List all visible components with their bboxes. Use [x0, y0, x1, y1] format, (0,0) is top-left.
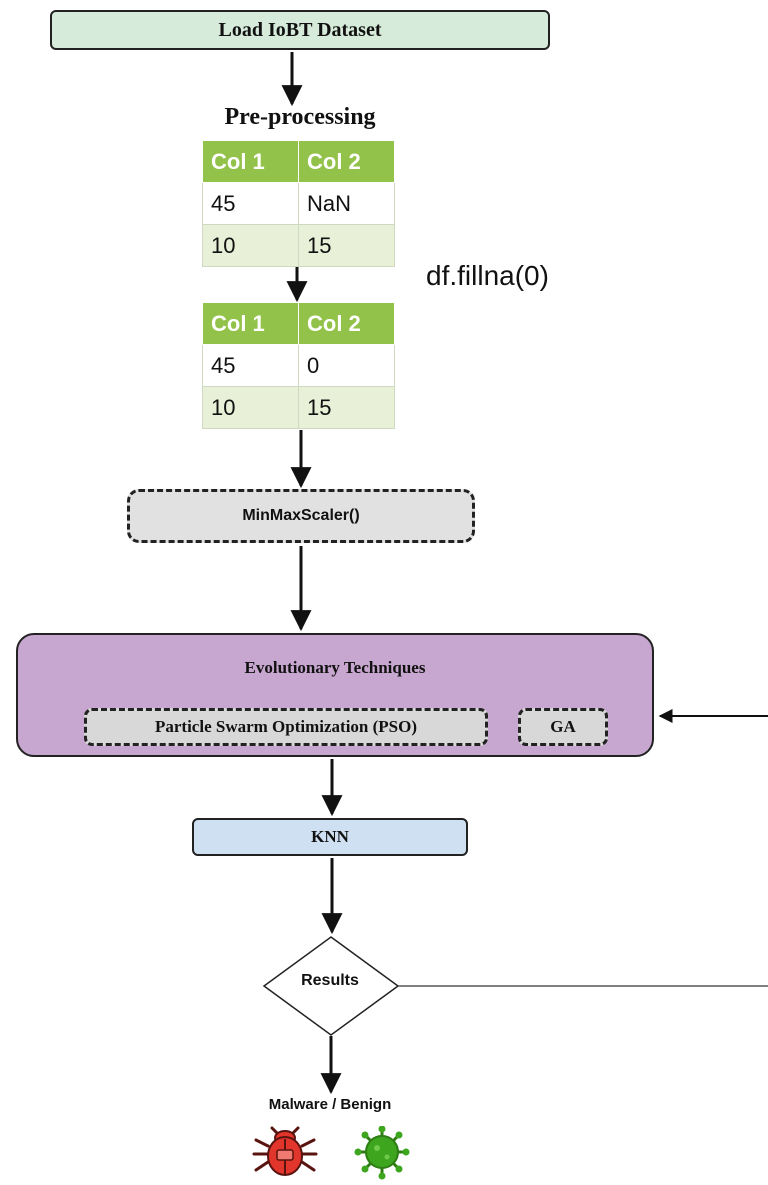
- evolutionary-techniques-label: Evolutionary Techniques: [244, 658, 426, 677]
- outcome-icons: [242, 1125, 428, 1180]
- virus-icon: [354, 1125, 410, 1180]
- malware-benign-label: Malware / Benign: [268, 1096, 392, 1113]
- table-header-cell: Col 2: [298, 302, 395, 345]
- table-cell: 10: [202, 386, 299, 429]
- load-dataset-node: Load IoBT Dataset: [50, 10, 550, 50]
- table-row: 10 15: [202, 224, 395, 267]
- knn-node: KNN: [192, 818, 468, 856]
- table-cell: 45: [202, 344, 299, 387]
- preprocessing-heading: Pre-processing: [224, 104, 376, 130]
- table-row: 45 NaN: [202, 182, 395, 225]
- table-cell: NaN: [298, 182, 395, 225]
- table-header-cell: Col 2: [298, 140, 395, 183]
- table-cell: 10: [202, 224, 299, 267]
- results-label: Results: [301, 972, 359, 989]
- knn-label: KNN: [311, 827, 349, 846]
- pso-node: Particle Swarm Optimization (PSO): [84, 708, 488, 746]
- minmax-scaler-label: MinMaxScaler(): [242, 507, 360, 524]
- table-cell: 15: [298, 224, 395, 267]
- table-cell: 45: [202, 182, 299, 225]
- table-before-fillna: Col 1 Col 2 45 NaN 10 15: [202, 140, 398, 267]
- pso-label: Particle Swarm Optimization (PSO): [154, 717, 418, 736]
- table-cell: 15: [298, 386, 395, 429]
- table-header-cell: Col 1: [202, 140, 299, 183]
- fillna-code-label: df.fillna(0): [426, 260, 549, 291]
- table-row: 10 15: [202, 386, 395, 429]
- bug-icon: [252, 1126, 318, 1176]
- load-dataset-label: Load IoBT Dataset: [218, 18, 382, 41]
- table-cell: 0: [298, 344, 395, 387]
- ga-label: GA: [550, 717, 576, 736]
- ga-node: GA: [518, 708, 608, 746]
- minmax-scaler-node: MinMaxScaler(): [127, 489, 475, 543]
- results-decision-diamond: [262, 936, 400, 1036]
- table-header-cell: Col 1: [202, 302, 299, 345]
- table-after-fillna: Col 1 Col 2 45 0 10 15: [202, 302, 398, 429]
- table-row: 45 0: [202, 344, 395, 387]
